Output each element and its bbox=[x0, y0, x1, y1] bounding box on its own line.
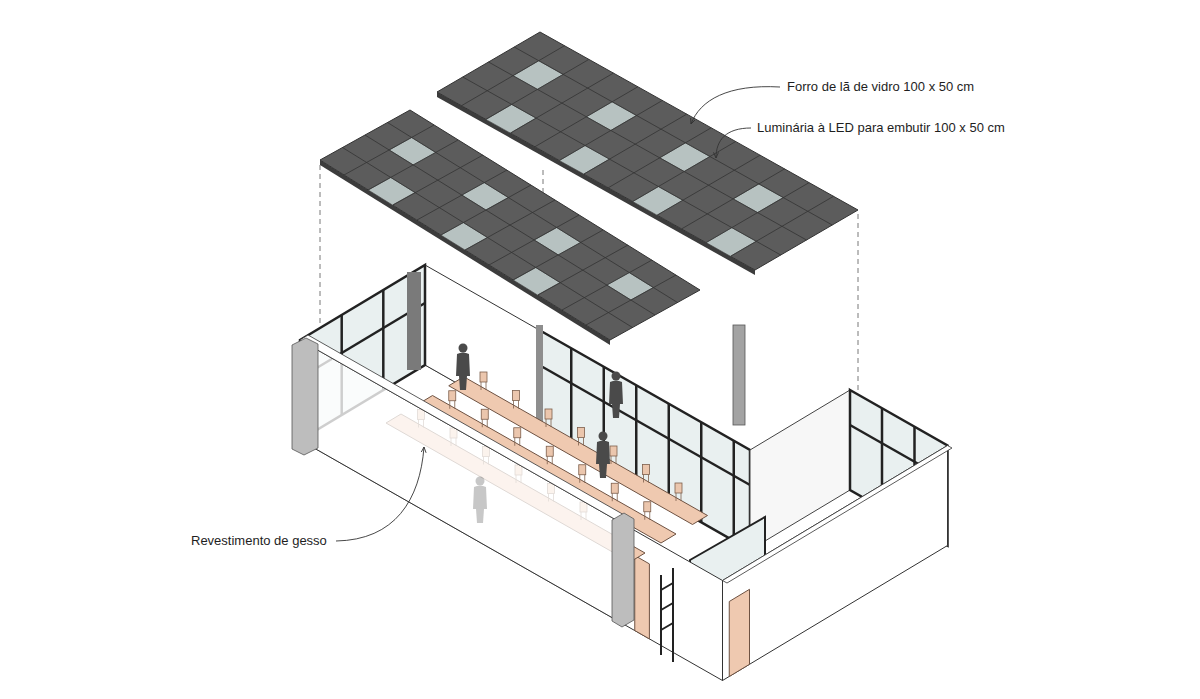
callout-label: Revestimento de gesso bbox=[191, 533, 327, 549]
leader-lines bbox=[336, 87, 780, 541]
callout-label: Luminária à LED para embutir 100 x 50 cm bbox=[757, 120, 1005, 136]
callout-label: Forro de lã de vidro 100 x 50 cm bbox=[787, 79, 974, 95]
front-gypsum-wall bbox=[292, 335, 634, 627]
ceiling-slab bbox=[437, 32, 858, 275]
